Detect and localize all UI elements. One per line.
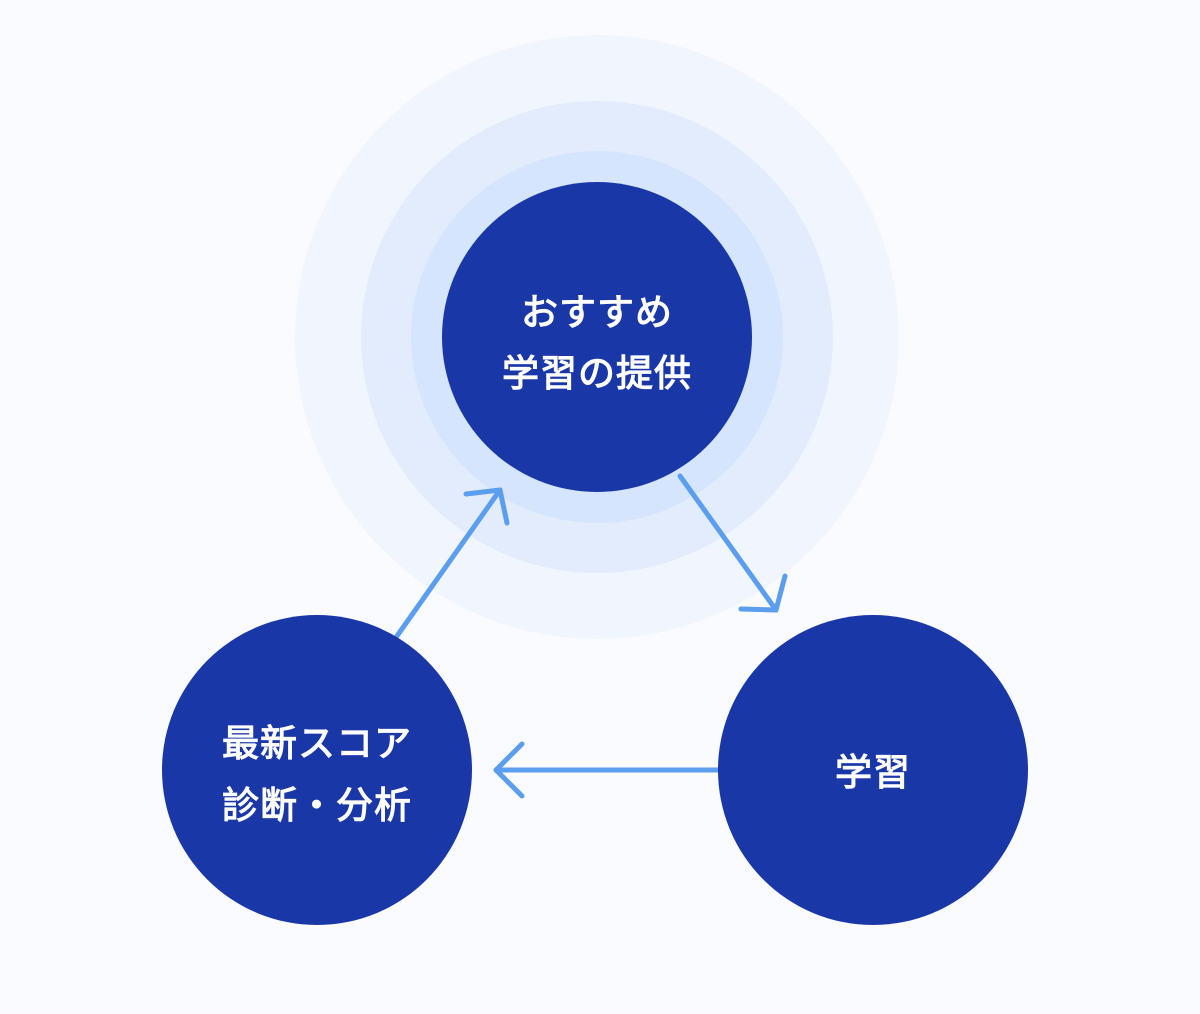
- node-circle: [442, 182, 752, 492]
- node-label-line2: 学習の提供: [502, 352, 692, 395]
- node-learning: 学習: [718, 615, 1028, 925]
- node-label-line1: おすすめ: [521, 291, 673, 334]
- arrow-recommend-to-learning: [677, 473, 788, 613]
- node-recommended-learning: おすすめ 学習の提供: [442, 182, 752, 492]
- node-score-diagnosis: 最新スコア 診断・分析: [162, 615, 472, 925]
- arrow-diagnosis-to-recommend: [394, 487, 510, 639]
- node-label-line1: 学習: [835, 751, 911, 794]
- flow-arrows: [394, 473, 788, 799]
- node-label-line2: 診断・分析: [222, 784, 412, 827]
- arrow-learning-to-diagnosis: [493, 741, 723, 799]
- node-label-line1: 最新スコア: [222, 722, 412, 765]
- node-circle: [162, 615, 472, 925]
- node-circle: [718, 615, 1028, 925]
